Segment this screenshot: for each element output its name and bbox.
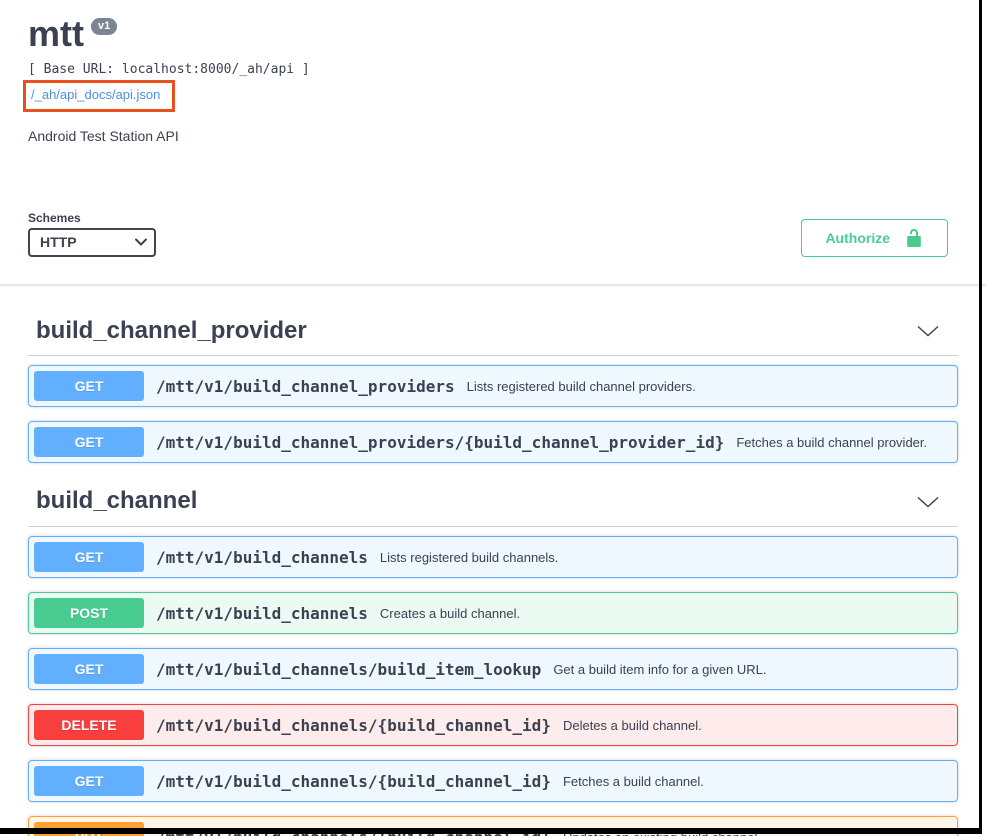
version-badge: v1 [91,18,118,36]
annotation-highlight-box: /_ah/api_docs/api.json [23,79,176,112]
method-badge: GET [34,371,144,402]
operation-row[interactable]: GET/mtt/v1/build_channels Lists registere… [28,536,958,579]
scheme-select[interactable]: HTTP [28,227,156,257]
operation-path[interactable]: /mtt/v1/build_channels [156,603,368,623]
operation-row[interactable]: POST/mtt/v1/build_channels Creates a buil… [28,592,958,635]
operation-path[interactable]: /mtt/v1/build_channel_providers [156,376,455,396]
section-title: build_channel_provider [36,316,307,344]
section-header[interactable]: build_channel [28,477,958,528]
api-title-text: mtt [28,13,84,54]
operation-row[interactable]: GET/mtt/v1/build_channel_providers/{buil… [28,421,958,464]
method-badge: GET [34,654,144,685]
section-title: build_channel [36,487,198,515]
method-badge: DELETE [34,710,144,741]
base-url: [ Base URL: localhost:8000/_ah/api ] [28,61,310,77]
method-badge: GET [34,766,144,797]
scheme-select-wrap: HTTP [28,227,156,257]
schemes-group: Schemes HTTP [28,211,156,257]
spec-link[interactable]: /_ah/api_docs/api.json [31,86,161,102]
api-description: Android Test Station API [28,127,179,144]
operation-path[interactable]: /mtt/v1/build_channel_providers/{build_c… [156,432,725,452]
operation-row[interactable]: GET/mtt/v1/build_channels/{build_channel… [28,760,958,803]
operation-path[interactable]: /mtt/v1/build_channels [156,547,368,567]
section-header[interactable]: build_channel_provider [28,307,958,357]
operation-description: Lists registered build channels. [379,549,559,565]
unlock-icon [907,228,921,247]
method-badge: POST [34,598,144,629]
operation-row[interactable]: GET/mtt/v1/build_channel_providers Lists … [28,365,958,408]
api-info: mtt v1 [ Base URL: localhost:8000/_ah/api… [0,0,986,144]
operation-row[interactable]: DELETE/mtt/v1/build_channels/{build_chan… [28,704,958,747]
operation-path[interactable]: /mtt/v1/build_channels/build_item_lookup [156,659,542,679]
operation-path[interactable]: /mtt/v1/build_channels/{build_channel_id… [156,715,551,735]
window-edge-bottom [0,828,982,834]
api-title: mtt v1 [28,14,958,54]
operation-description: Get a build item info for a given URL. [553,661,767,677]
operation-row[interactable]: GET/mtt/v1/build_channels/build_item_loo… [28,648,958,691]
operation-description: Fetches a build channel. [562,773,704,789]
window-edge-right [979,0,982,831]
scheme-container: Schemes HTTP Authorize [0,143,986,285]
operation-path[interactable]: /mtt/v1/build_channels/{build_channel_id… [156,771,551,791]
chevron-down-icon[interactable] [916,324,940,338]
method-badge: GET [34,542,144,573]
chevron-down-icon[interactable] [916,495,940,509]
schemes-label: Schemes [28,210,81,225]
operation-description: Lists registered build channel providers… [466,378,696,394]
method-badge: GET [34,427,144,458]
operation-description: Fetches a build channel provider. [736,434,928,450]
operation-description: Deletes a build channel. [562,717,702,733]
authorize-button[interactable]: Authorize [801,218,948,257]
authorize-label: Authorize [825,229,890,246]
operation-description: Creates a build channel. [379,605,521,621]
